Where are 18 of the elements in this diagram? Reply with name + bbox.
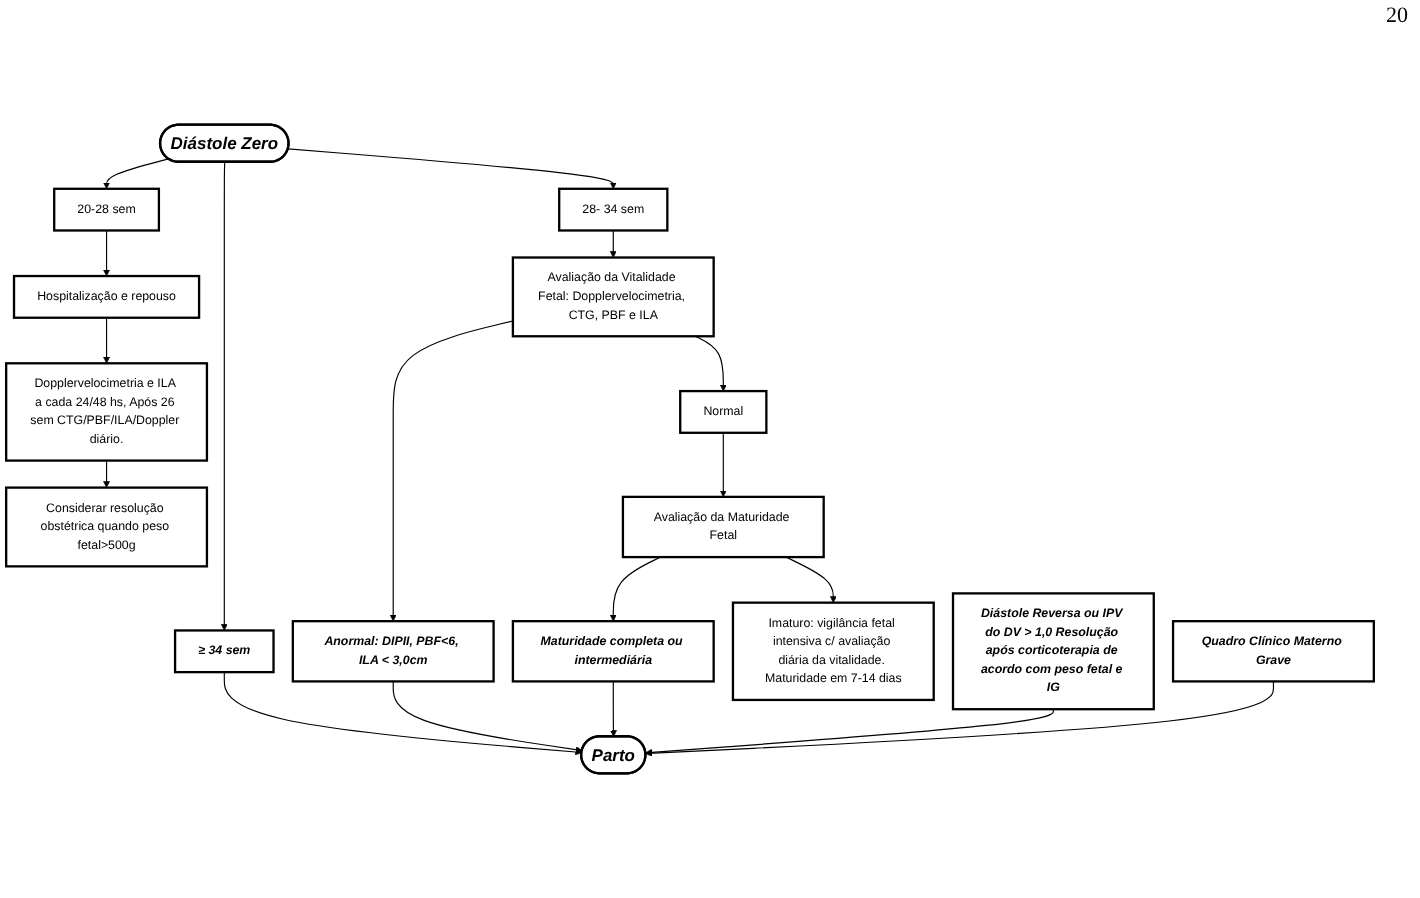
arrow bbox=[785, 556, 837, 603]
arrow bbox=[103, 317, 110, 364]
arrow bbox=[694, 335, 727, 392]
arrow bbox=[645, 680, 1275, 757]
arrow bbox=[223, 671, 582, 756]
page-number: 20 bbox=[1386, 4, 1408, 28]
arrow bbox=[220, 161, 228, 631]
arrow bbox=[103, 229, 110, 277]
arrow bbox=[609, 556, 662, 622]
arrow bbox=[609, 229, 617, 258]
arrow bbox=[287, 148, 617, 190]
arrow bbox=[103, 158, 170, 190]
arrow bbox=[645, 708, 1054, 756]
arrow bbox=[392, 680, 583, 753]
arrow bbox=[610, 680, 617, 737]
arrow bbox=[103, 460, 110, 488]
arrow bbox=[389, 320, 514, 622]
arrow bbox=[719, 432, 727, 498]
